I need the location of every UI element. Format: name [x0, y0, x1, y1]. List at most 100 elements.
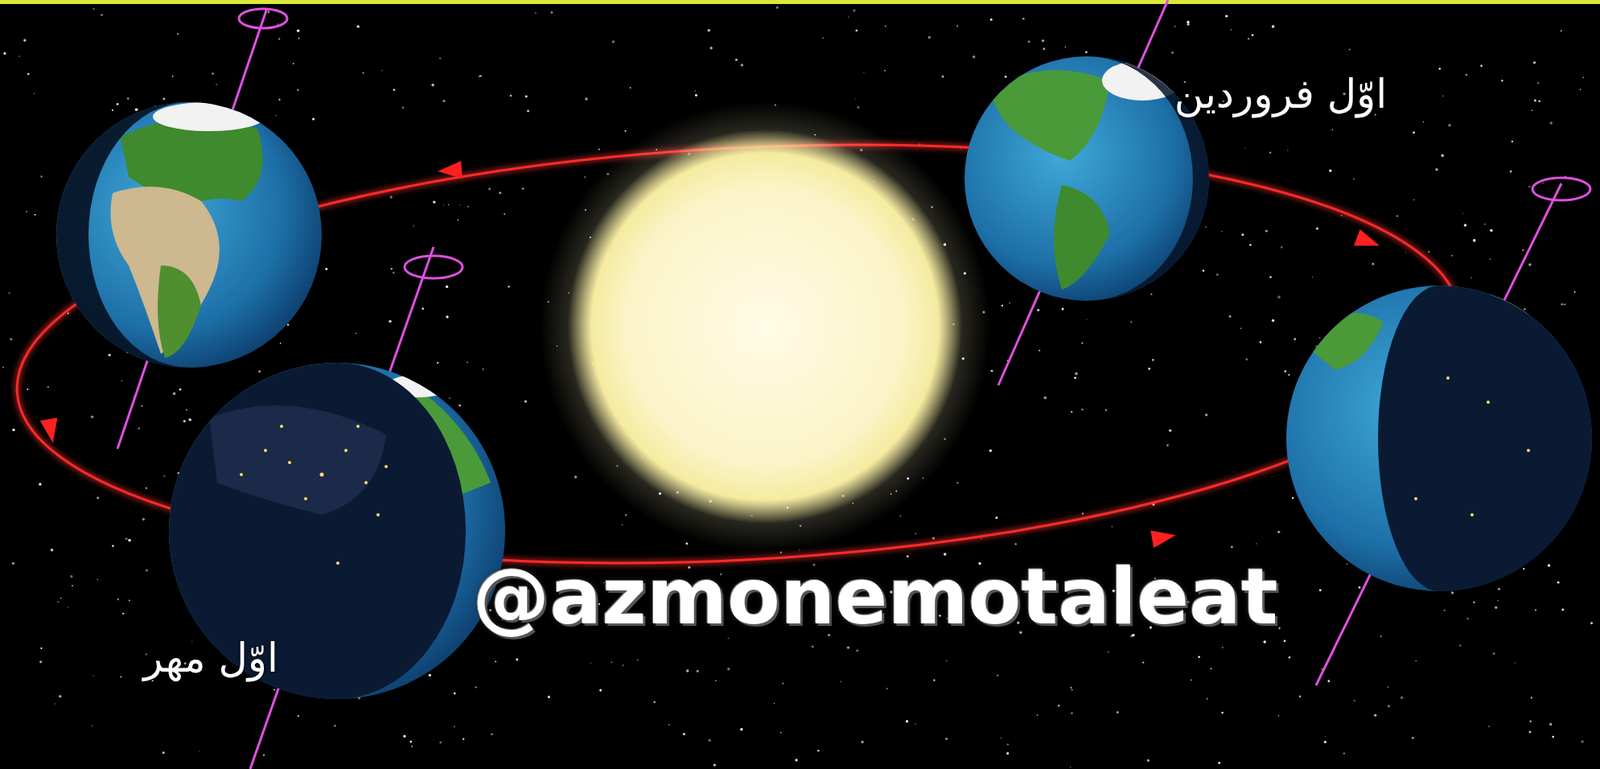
star — [1529, 719, 1532, 723]
star — [39, 660, 42, 663]
star — [914, 723, 916, 724]
star — [941, 75, 945, 79]
star — [1171, 51, 1174, 54]
star — [1197, 656, 1201, 659]
star — [1560, 29, 1563, 32]
star — [1332, 129, 1334, 132]
star — [610, 662, 612, 663]
star — [1041, 39, 1045, 42]
star — [448, 397, 451, 399]
star — [1070, 411, 1073, 413]
star — [1538, 99, 1541, 103]
star — [1522, 249, 1525, 251]
star — [1205, 697, 1209, 700]
star — [1353, 178, 1355, 181]
star — [695, 90, 697, 92]
star — [1387, 686, 1389, 687]
star — [1168, 428, 1172, 432]
star — [1269, 152, 1272, 155]
star — [1470, 277, 1472, 279]
star — [145, 568, 149, 572]
star — [584, 97, 588, 100]
star — [312, 117, 315, 120]
star — [1081, 512, 1084, 515]
star — [696, 670, 700, 673]
star — [71, 584, 74, 587]
star — [794, 758, 798, 761]
star — [116, 102, 120, 106]
star — [612, 40, 615, 43]
star — [128, 600, 131, 602]
star — [1537, 82, 1539, 84]
star — [1451, 591, 1454, 594]
star — [1440, 154, 1444, 158]
star — [625, 514, 627, 516]
star — [1293, 337, 1296, 341]
star — [8, 292, 11, 294]
star — [1247, 37, 1251, 41]
star — [956, 481, 959, 485]
star — [1265, 230, 1268, 233]
star — [1542, 182, 1543, 184]
star — [524, 399, 527, 403]
star — [1064, 45, 1066, 48]
star — [1328, 169, 1332, 173]
star — [47, 386, 50, 388]
star — [1435, 168, 1439, 172]
star — [1202, 269, 1206, 272]
star — [1574, 291, 1576, 293]
star — [25, 210, 28, 213]
star — [263, 754, 265, 757]
star — [709, 46, 712, 50]
star — [1205, 413, 1208, 416]
star — [1007, 743, 1009, 745]
star — [915, 533, 917, 535]
star — [432, 200, 436, 203]
star — [668, 723, 671, 726]
star — [1531, 110, 1533, 112]
star — [122, 612, 124, 615]
star — [1466, 617, 1469, 621]
star — [598, 148, 601, 151]
earth — [1286, 285, 1592, 592]
star — [1259, 341, 1263, 344]
star — [905, 719, 909, 723]
star — [478, 75, 482, 79]
star — [96, 578, 99, 580]
star — [855, 29, 859, 33]
star — [653, 700, 656, 704]
star — [1561, 608, 1564, 611]
star — [458, 404, 461, 408]
star — [1547, 563, 1551, 568]
earth — [56, 102, 322, 368]
star — [1277, 530, 1280, 534]
star — [172, 392, 177, 396]
star — [1187, 23, 1190, 26]
star — [1241, 233, 1244, 236]
star — [445, 285, 449, 288]
star — [356, 24, 360, 29]
star — [590, 662, 592, 663]
star — [1358, 586, 1362, 589]
star — [421, 308, 424, 310]
star — [1287, 149, 1288, 151]
star — [393, 88, 396, 91]
star — [1343, 752, 1345, 755]
star — [972, 55, 975, 58]
star — [1451, 255, 1453, 257]
star — [1057, 704, 1061, 708]
sun — [539, 101, 991, 552]
star — [1493, 652, 1496, 655]
star — [1462, 213, 1464, 214]
star — [1509, 170, 1513, 173]
star — [1324, 736, 1326, 737]
star — [1038, 349, 1041, 352]
star — [188, 418, 192, 422]
star — [1319, 588, 1322, 592]
star — [1277, 296, 1281, 300]
star — [117, 598, 120, 601]
star — [67, 606, 70, 609]
star — [100, 13, 103, 17]
star — [119, 675, 122, 678]
star — [412, 225, 414, 227]
